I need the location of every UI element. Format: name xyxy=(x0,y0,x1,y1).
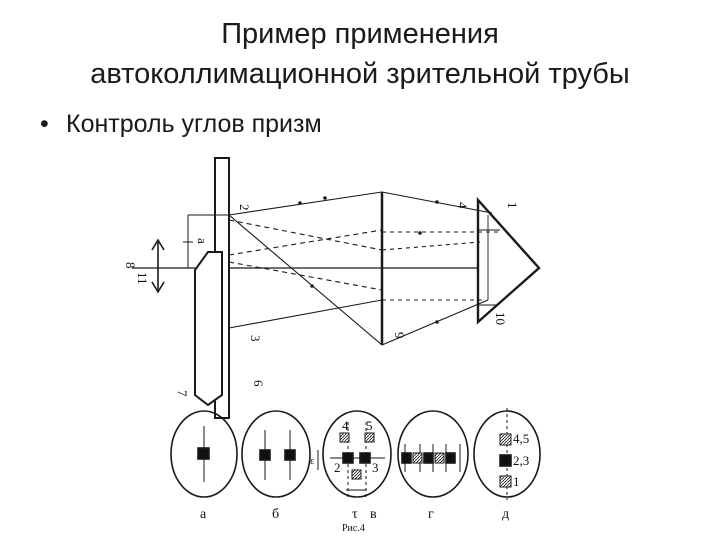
caption-b: б xyxy=(272,507,279,522)
panel-v xyxy=(317,410,392,500)
figure-caption: Рис.4 xyxy=(342,523,365,534)
caption-a: а xyxy=(200,507,207,522)
label-9: 9 xyxy=(392,332,407,339)
arrow-down-icon xyxy=(151,281,165,294)
panel-v-n3: 3 xyxy=(372,460,379,475)
panel-a xyxy=(170,410,238,498)
label-10: 10 xyxy=(493,312,508,325)
caption-tau: τ xyxy=(352,507,358,522)
arrow-up-icon xyxy=(151,238,165,251)
prism xyxy=(476,196,541,325)
reticle-panels xyxy=(170,408,541,500)
panel-d-n1: 1 xyxy=(513,474,520,489)
label-6: 6 xyxy=(251,380,266,387)
light-rays xyxy=(228,191,500,346)
panel-d-n45: 4,5 xyxy=(513,431,529,446)
panel-g xyxy=(397,410,469,498)
panel-v-eps: ε xyxy=(310,455,315,467)
slide-title: Пример применения автоколлимационной зри… xyxy=(0,14,720,94)
optical-scheme xyxy=(132,157,541,419)
label-2: 2 xyxy=(237,204,252,211)
bullet-dot-icon: • xyxy=(40,110,49,138)
label-3: 3 xyxy=(248,335,263,342)
panel-v-n4: 4 xyxy=(342,418,349,433)
label-4: 4 xyxy=(455,202,470,209)
scheme-labels: 2 a 3 6 7 8 11 9 10 1 4 xyxy=(123,202,520,397)
panel-captions: а б τ в г д Рис.4 xyxy=(200,507,509,534)
title-line-2: автоколлимационной зрительной трубы xyxy=(90,58,630,90)
panel-v-n5: 5 xyxy=(366,418,373,433)
title-line-1: Пример применения xyxy=(221,18,499,50)
panel-b xyxy=(241,410,311,498)
label-7: 7 xyxy=(175,390,190,397)
panel-labels: 4 5 2 3 ε 4,5 2,3 1 xyxy=(310,418,529,489)
beam-splitter-plate xyxy=(194,251,223,407)
panel-v-n2: 2 xyxy=(334,460,341,475)
caption-d: д xyxy=(502,507,509,522)
bullet-item: • Контроль углов призм xyxy=(40,108,322,140)
panel-d-n23: 2,3 xyxy=(513,453,529,468)
label-a: a xyxy=(195,238,210,244)
caption-g: г xyxy=(428,507,434,522)
bullet-text: Контроль углов призм xyxy=(66,110,322,138)
label-11: 11 xyxy=(135,272,150,285)
label-8: 8 xyxy=(123,262,138,269)
ray-markers xyxy=(298,196,439,324)
label-1: 1 xyxy=(505,202,520,209)
panel-d xyxy=(473,408,541,500)
caption-v: в xyxy=(370,507,377,522)
bullet-list: • Контроль углов призм xyxy=(40,108,322,140)
